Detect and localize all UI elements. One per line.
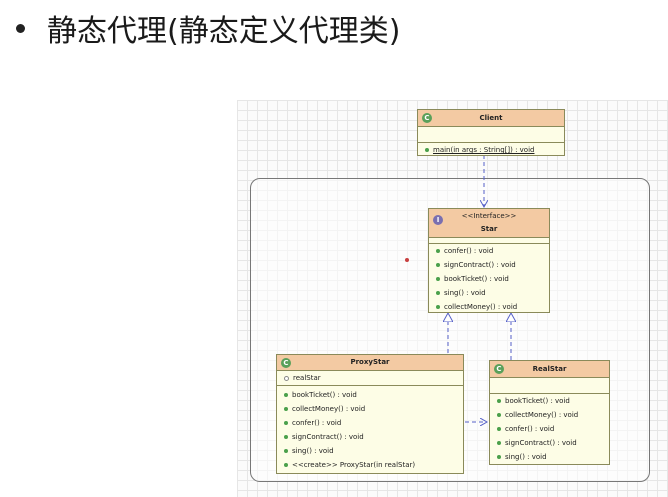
slide-title: 静态代理(静态定义代理类) xyxy=(16,6,400,50)
bullet-icon xyxy=(16,23,25,33)
proxystar-name: ProxyStar xyxy=(350,358,390,366)
client-method: main(in args : String[]) : void xyxy=(418,143,564,157)
public-method-dot xyxy=(284,449,288,453)
client-methods: main(in args : String[]) : void xyxy=(418,143,564,157)
client-name: Client xyxy=(479,114,503,122)
public-method-dot xyxy=(436,305,440,309)
slide-title-text: 静态代理(静态定义代理类) xyxy=(47,14,401,49)
public-method-dot xyxy=(284,463,288,467)
proxystar-attributes: realStar xyxy=(277,371,463,386)
star-stereotype: <<Interface>> xyxy=(461,212,517,220)
star-method: collectMoney() : void xyxy=(429,300,549,314)
public-method-dot xyxy=(436,277,440,281)
proxystar-class[interactable]: C ProxyStar realStar bookTicket() : void… xyxy=(276,354,464,474)
public-method-dot xyxy=(436,291,440,295)
proxystar-constructor: <<create>> ProxyStar(in realStar) xyxy=(277,458,463,472)
public-method-dot xyxy=(284,435,288,439)
realstar-class[interactable]: C RealStar bookTicket() : void collectMo… xyxy=(489,360,610,465)
interface-icon: I xyxy=(433,215,443,225)
client-class[interactable]: C Client main(in args : String[]) : void xyxy=(417,109,565,156)
public-method-dot xyxy=(425,148,429,152)
public-method-dot xyxy=(497,427,501,431)
proxystar-methods: bookTicket() : void collectMoney() : voi… xyxy=(277,386,463,472)
star-header: I <<Interface>> Star xyxy=(429,209,549,238)
realstar-method: sing() : void xyxy=(490,450,609,464)
public-method-dot xyxy=(284,407,288,411)
star-name: Star xyxy=(480,225,498,233)
class-icon: C xyxy=(281,357,291,368)
public-method-dot xyxy=(497,455,501,459)
proxystar-method: bookTicket() : void xyxy=(277,388,463,402)
client-header: C Client xyxy=(418,110,564,127)
client-attributes xyxy=(418,127,564,143)
realstar-method: collectMoney() : void xyxy=(490,408,609,422)
star-methods: confer() : void signContract() : void bo… xyxy=(429,244,549,314)
star-interface[interactable]: I <<Interface>> Star confer() : void sig… xyxy=(428,208,550,313)
realstar-methods: bookTicket() : void collectMoney() : voi… xyxy=(490,394,609,464)
proxystar-header: C ProxyStar xyxy=(277,355,463,371)
star-method: sing() : void xyxy=(429,286,549,300)
class-icon: C xyxy=(422,113,432,123)
proxystar-method: confer() : void xyxy=(277,416,463,430)
proxystar-method: sing() : void xyxy=(277,444,463,458)
realstar-method: confer() : void xyxy=(490,422,609,436)
realstar-method: signContract() : void xyxy=(490,436,609,450)
public-method-dot xyxy=(436,249,440,253)
proxystar-method: collectMoney() : void xyxy=(277,402,463,416)
star-method: signContract() : void xyxy=(429,258,549,272)
realstar-name: RealStar xyxy=(532,365,567,373)
public-method-dot xyxy=(436,263,440,267)
realstar-header: C RealStar xyxy=(490,361,609,378)
public-method-dot xyxy=(284,421,288,425)
mouse-cursor-icon xyxy=(405,258,409,262)
realstar-attributes xyxy=(490,378,609,394)
proxystar-attribute: realStar xyxy=(277,371,463,385)
public-method-dot xyxy=(497,399,501,403)
proxystar-method: signContract() : void xyxy=(277,430,463,444)
class-icon: C xyxy=(494,364,504,374)
public-method-dot xyxy=(497,413,501,417)
star-method: confer() : void xyxy=(429,244,549,258)
public-method-dot xyxy=(497,441,501,445)
star-attributes xyxy=(429,238,549,244)
star-method: bookTicket() : void xyxy=(429,272,549,286)
realstar-method: bookTicket() : void xyxy=(490,394,609,408)
attribute-dot xyxy=(284,375,289,381)
public-method-dot xyxy=(284,393,288,397)
